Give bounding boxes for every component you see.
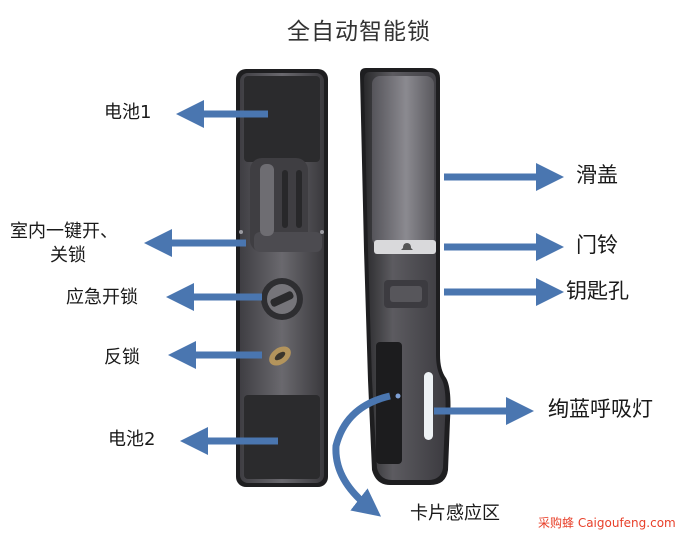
label-indoor-line1: 室内一键开、 (10, 221, 118, 242)
indoor-button-dot (320, 230, 324, 234)
slide-cover-part (372, 76, 434, 246)
label-indoor-line2: 关锁 (50, 245, 86, 266)
indoor-button-dot (239, 230, 243, 234)
label-doorbell: 门铃 (576, 233, 618, 257)
knob-slot (270, 291, 294, 307)
label-battery2: 电池2 (108, 429, 156, 450)
battery2-cover (244, 395, 320, 479)
handle-groove (282, 170, 288, 228)
lever-slot (274, 351, 286, 361)
sensor-dot (395, 393, 401, 399)
card-reader-area (376, 342, 402, 464)
watermark: 采购蜂 Caigoufeng.com (538, 516, 676, 530)
handle-highlight (260, 164, 274, 236)
label-emergency: 应急开锁 (66, 287, 138, 308)
deadlock-lever (269, 346, 291, 366)
arrows (144, 100, 564, 517)
label-battery1: 电池1 (104, 102, 152, 123)
label-slide-cover: 滑盖 (576, 163, 618, 187)
page-title: 全自动智能锁 (287, 19, 431, 45)
battery1-cover (244, 76, 320, 162)
handle-base (254, 232, 322, 252)
outdoor-panel (360, 68, 451, 485)
bell-icon (401, 243, 413, 250)
label-deadlock: 反锁 (104, 347, 140, 368)
label-blue-light: 绚蓝呼吸灯 (548, 397, 653, 421)
indoor-panel (236, 69, 328, 487)
breathing-light-strip (424, 372, 433, 440)
handle-groove (296, 170, 302, 228)
label-card-area: 卡片感应区 (410, 503, 500, 524)
emergency-knob (261, 278, 303, 320)
keyhole-slot (390, 286, 422, 302)
indoor-handle (250, 158, 322, 252)
label-keyhole: 钥匙孔 (566, 279, 629, 303)
arrow-card-area (332, 392, 391, 517)
